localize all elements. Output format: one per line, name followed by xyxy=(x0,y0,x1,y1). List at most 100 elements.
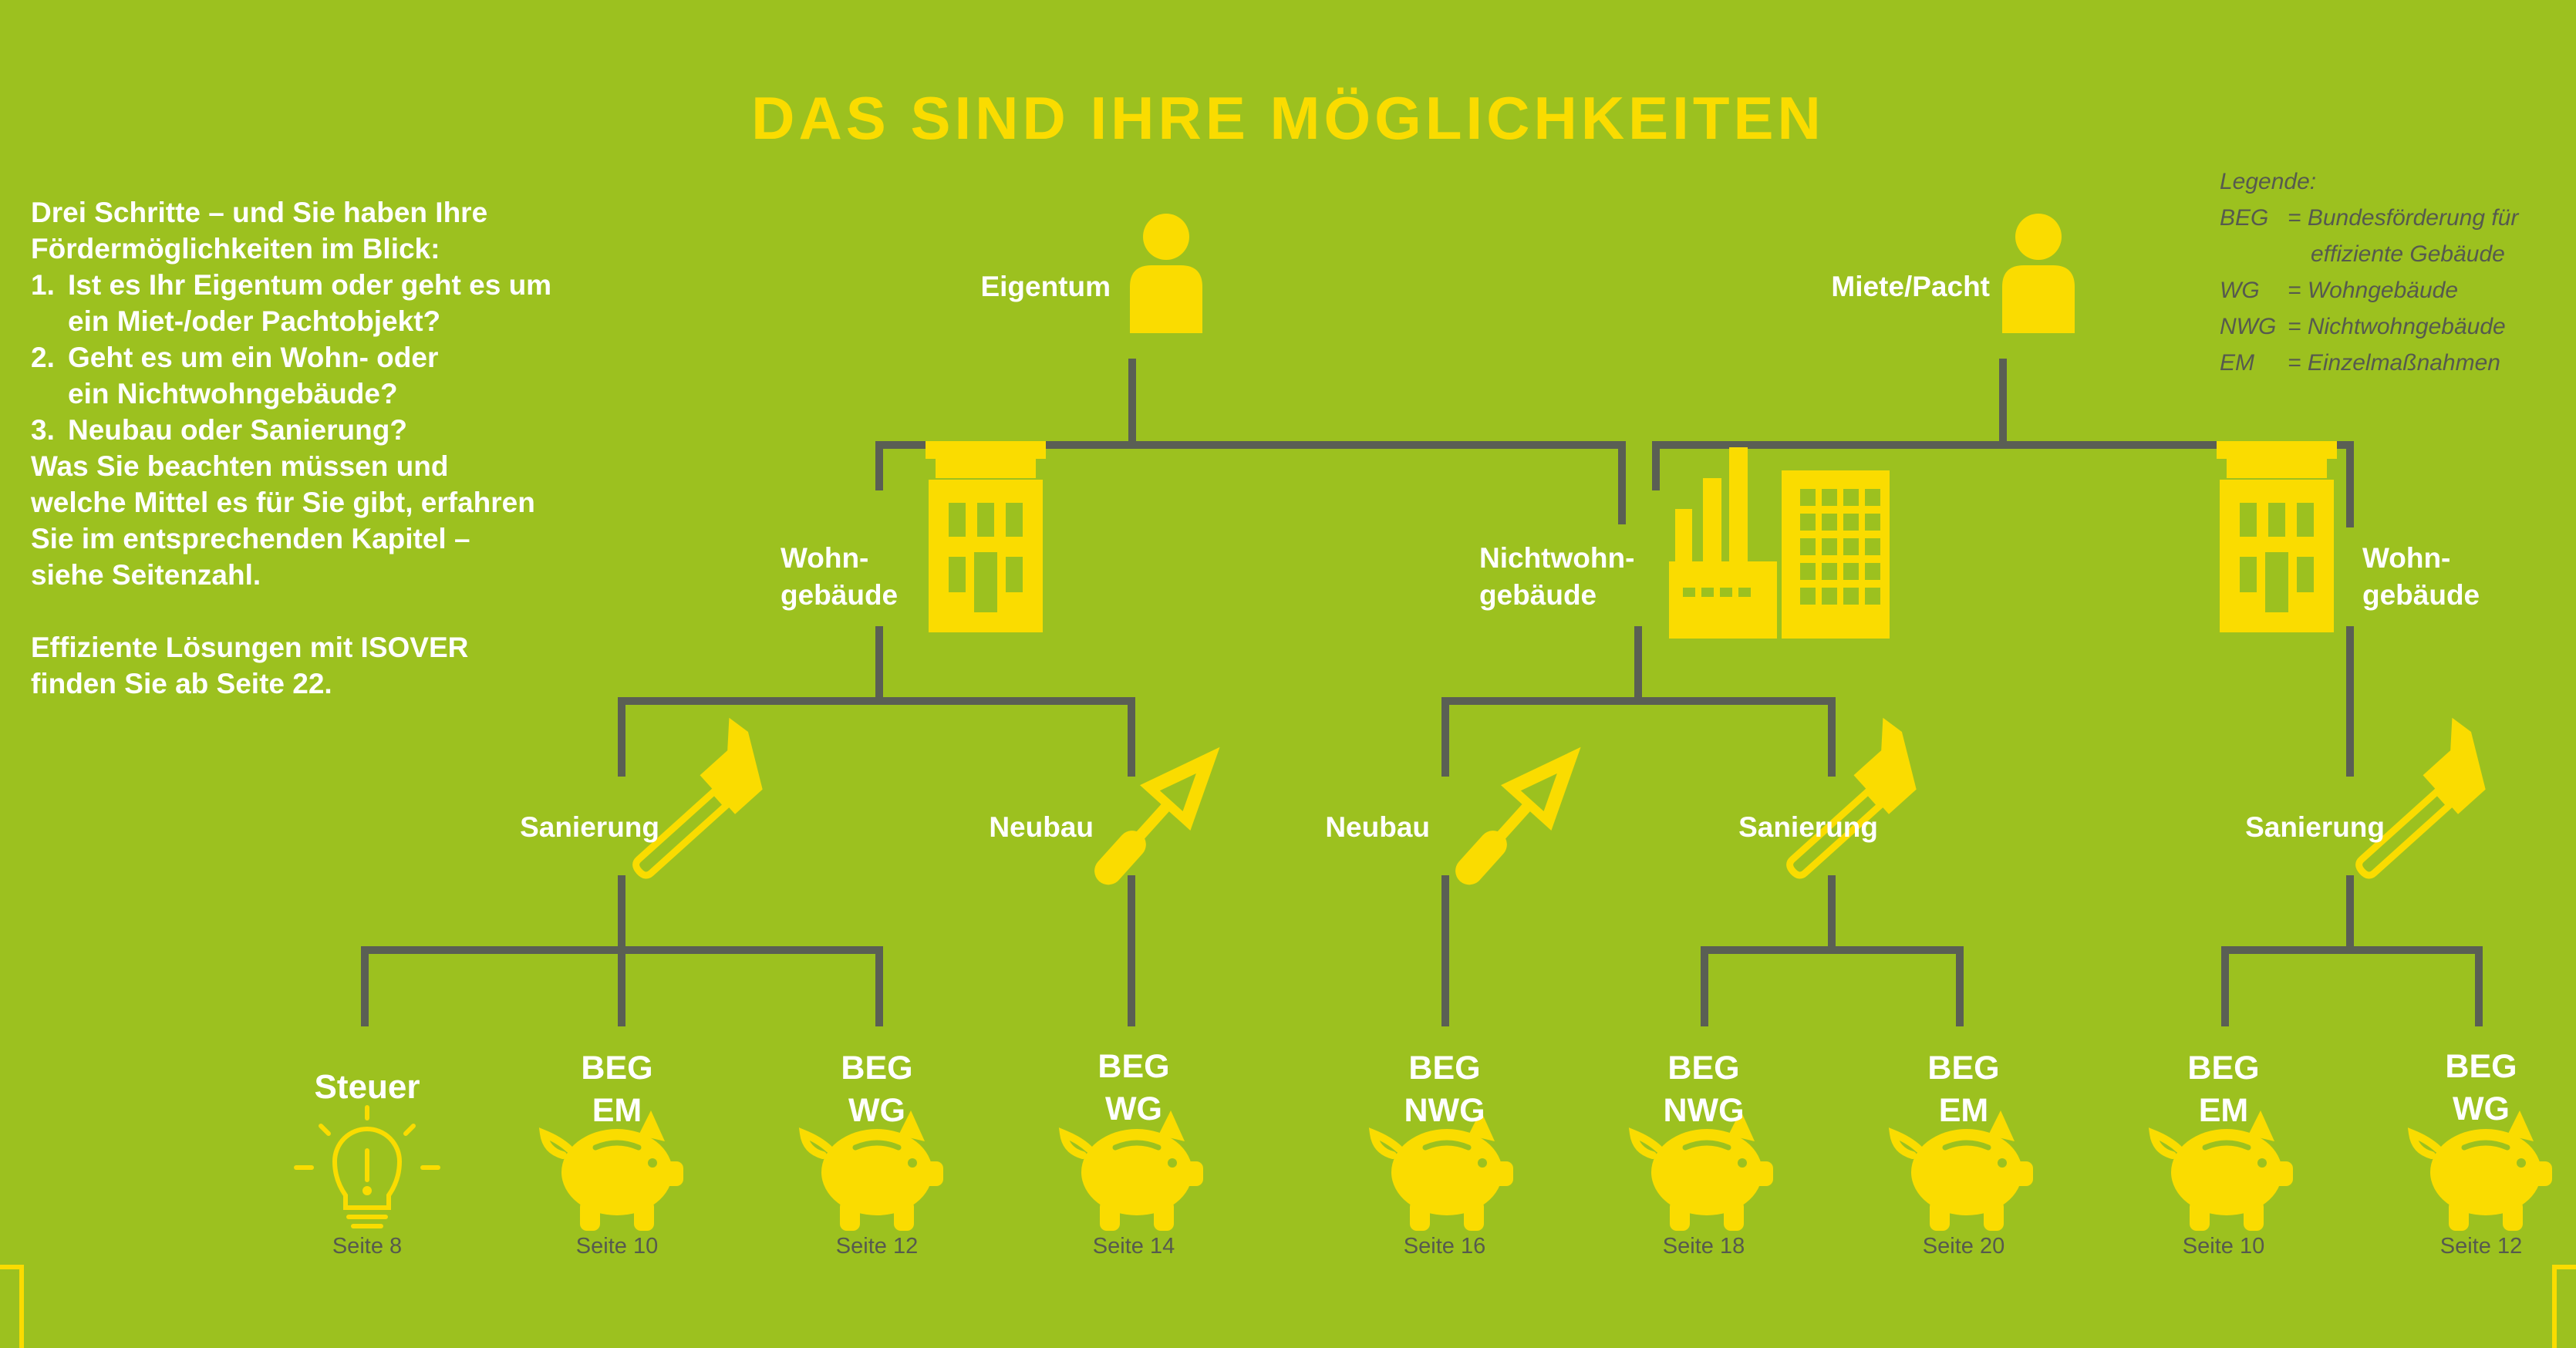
legend-row-beg: BEG = Bundesförderung für xyxy=(2220,200,2518,236)
legend-value: = Einzelmaßnahmen xyxy=(2288,350,2500,376)
program-label: BEG WG xyxy=(784,1047,969,1132)
legend-key: BEG xyxy=(2220,205,2269,231)
program-label: BEG WG xyxy=(1041,1046,1226,1131)
page-title: DAS SIND IHRE MÖGLICHKEITEN xyxy=(751,84,1825,152)
building-label-nichtwohn: Nichtwohn- gebäude xyxy=(1479,540,1664,614)
intro-line: Effiziente Lösungen mit ISOVER xyxy=(31,632,469,663)
hammer-icon xyxy=(1757,715,1937,888)
program-line: BEG xyxy=(2187,1050,2260,1087)
building-label-line: gebäude xyxy=(781,579,899,611)
trowel-icon xyxy=(1435,724,1607,905)
program-line: BEG xyxy=(841,1050,913,1087)
step-text: ein Nichtwohngebäude? xyxy=(68,378,398,409)
house-icon xyxy=(2217,441,2337,632)
legend-key: EM xyxy=(2220,350,2254,376)
intro-step-1: 1. Ist es Ihr Eigentum oder geht es um xyxy=(31,267,617,303)
program-line: WG xyxy=(2452,1090,2510,1127)
building-label-line: Wohn- xyxy=(2362,542,2451,574)
legend-value: = Bundesförderung für xyxy=(2288,205,2519,231)
step-text: Geht es um ein Wohn- oder xyxy=(68,342,439,373)
program-label: BEG EM xyxy=(2131,1047,2316,1132)
action-label-sanierung: Sanierung xyxy=(520,811,659,843)
program-line: BEG xyxy=(1667,1050,1740,1087)
program-steuer: Steuer xyxy=(314,1068,420,1106)
step-number: 3. xyxy=(31,414,55,446)
legend: Legende: BEG = Bundesförderung für effizi… xyxy=(2220,163,2518,381)
legend-row-wg: WG = Wohngebäude xyxy=(2220,272,2458,308)
intro-line: Sie im entsprechenden Kapitel – xyxy=(31,523,470,554)
factory-icon xyxy=(1669,447,1890,639)
building-label-line: Nichtwohn- xyxy=(1479,542,1635,574)
tree-connectors xyxy=(361,359,2483,1026)
intro-step-2: 2. Geht es um ein Wohn- oder xyxy=(31,339,617,376)
intro-line: Was Sie beachten müssen und xyxy=(31,450,449,482)
step-number: 1. xyxy=(31,269,55,301)
program-line: EM xyxy=(2198,1092,2249,1129)
legend-key: WG xyxy=(2220,278,2260,303)
intro-line: Drei Schritte – und Sie haben Ihre xyxy=(31,197,488,228)
legend-row-em: EM = Einzelmaßnahmen xyxy=(2220,345,2500,381)
intro-line: siehe Seitenzahl. xyxy=(31,559,261,591)
action-label-neubau: Neubau xyxy=(989,811,1094,843)
program-line: NWG xyxy=(1663,1092,1745,1129)
building-label-wohn: Wohn- gebäude xyxy=(781,540,935,614)
person-icon xyxy=(1130,214,1202,333)
building-label-line: gebäude xyxy=(1479,579,1597,611)
corner-marks xyxy=(0,1265,2576,1348)
action-label-neubau: Neubau xyxy=(1325,811,1430,843)
step-number: 2. xyxy=(31,342,55,373)
building-label-line: gebäude xyxy=(2362,579,2480,611)
page-reference: Seite 18 xyxy=(1662,1234,1745,1259)
program-line: WG xyxy=(848,1092,906,1129)
hammer-icon xyxy=(603,715,784,888)
program-line: BEG xyxy=(2445,1048,2517,1085)
program-line: BEG xyxy=(1097,1048,1170,1085)
page-reference: Seite 12 xyxy=(835,1234,919,1259)
program-label: BEG NWG xyxy=(1611,1047,1796,1132)
legend-row-beg-cont: effiziente Gebäude xyxy=(2220,236,2505,272)
page-reference: Seite 14 xyxy=(1092,1234,1175,1259)
intro-line: welche Mittel es für Sie gibt, erfahren xyxy=(31,487,535,518)
intro-line: finden Sie ab Seite 22. xyxy=(31,668,332,699)
page-reference: Seite 8 xyxy=(332,1234,403,1259)
house-icon xyxy=(926,441,1046,632)
program-label: BEG NWG xyxy=(1352,1047,1537,1132)
action-label-sanierung: Sanierung xyxy=(2245,811,2385,843)
step-text: Ist es Ihr Eigentum oder geht es um xyxy=(68,269,552,301)
intro-text: Drei Schritte – und Sie haben Ihre Förde… xyxy=(31,194,617,702)
building-label-line: Wohn- xyxy=(781,542,869,574)
legend-row-nwg: NWG = Nichtwohngebäude xyxy=(2220,308,2506,345)
owner-label-eigentum: Eigentum xyxy=(980,271,1111,302)
intro-line: Fördermöglichkeiten im Blick: xyxy=(31,233,440,265)
program-line: BEG xyxy=(1927,1050,2000,1087)
trowel-icon xyxy=(1074,724,1246,905)
lightbulb-icon xyxy=(296,1107,438,1226)
program-line: BEG xyxy=(1408,1050,1481,1087)
program-line: BEG xyxy=(581,1050,653,1087)
building-label-wohn: Wohn- gebäude xyxy=(2362,540,2517,614)
program-line: WG xyxy=(1104,1090,1163,1127)
page-reference: Seite 10 xyxy=(575,1234,659,1259)
legend-heading: Legende: xyxy=(2220,169,2317,194)
page-reference: Seite 12 xyxy=(2439,1234,2523,1259)
page-reference: Seite 16 xyxy=(1403,1234,1486,1259)
legend-value: = Wohngebäude xyxy=(2288,278,2459,303)
program-line: EM xyxy=(1938,1092,1989,1129)
step-text: ein Miet-/oder Pachtobjekt? xyxy=(68,305,441,337)
legend-key: NWG xyxy=(2220,314,2277,339)
program-label: BEG EM xyxy=(1871,1047,2056,1132)
legend-value: = Nichtwohngebäude xyxy=(2288,314,2506,339)
program-line: NWG xyxy=(1404,1092,1485,1129)
person-icon xyxy=(2002,214,2075,333)
page-reference: Seite 20 xyxy=(1922,1234,2005,1259)
page-reference: Seite 10 xyxy=(2182,1234,2265,1259)
program-label: BEG EM xyxy=(524,1047,710,1132)
program-label: BEG WG xyxy=(2389,1046,2574,1131)
intro-step-3: 3. Neubau oder Sanierung? xyxy=(31,412,617,448)
action-label-sanierung: Sanierung xyxy=(1738,811,1878,843)
spacer xyxy=(31,593,617,629)
legend-value: effiziente Gebäude xyxy=(2311,241,2505,267)
step-text: Neubau oder Sanierung? xyxy=(68,414,407,446)
program-line: EM xyxy=(592,1092,642,1129)
